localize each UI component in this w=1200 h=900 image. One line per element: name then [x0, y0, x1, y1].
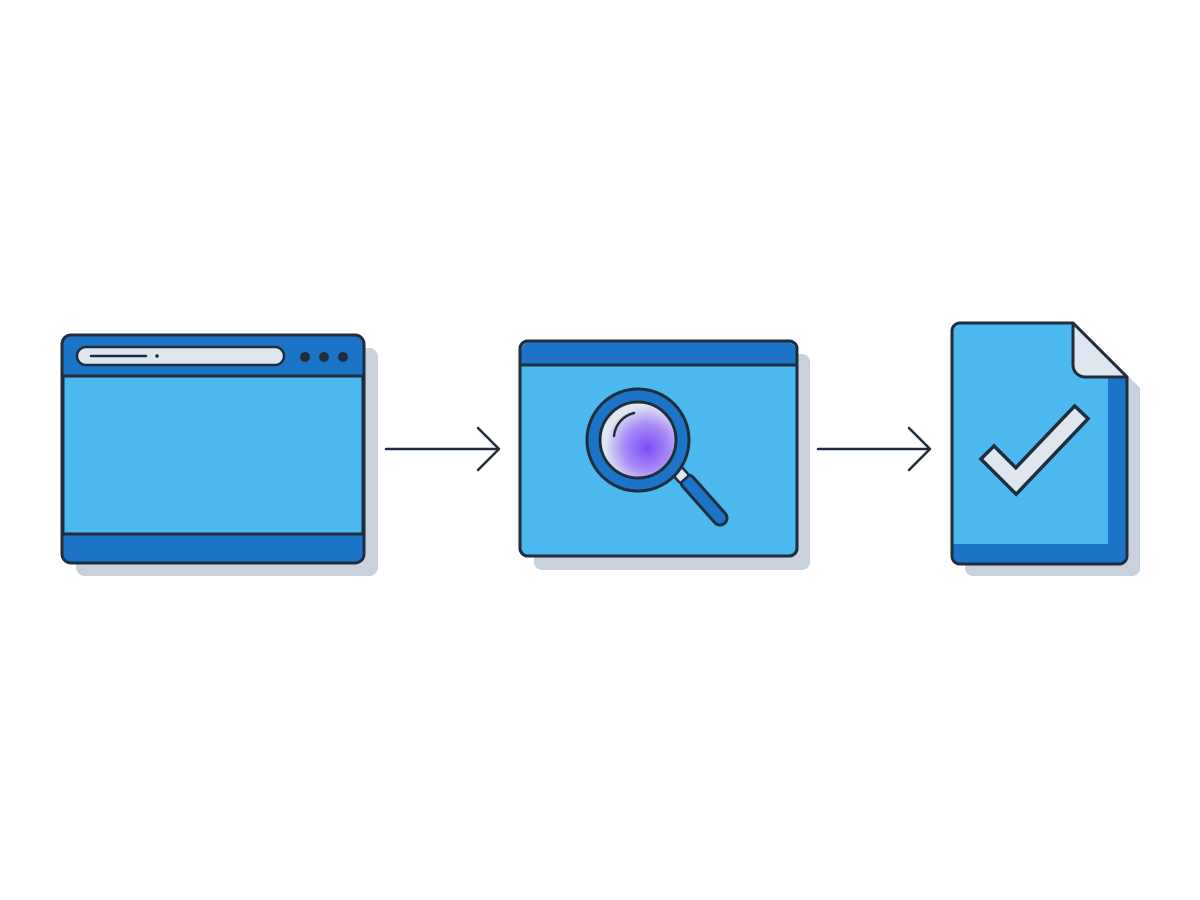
document-folded-corner — [1071, 321, 1129, 379]
browser-window-content — [63, 375, 363, 535]
search-window-title-bar — [521, 342, 796, 364]
document-outline — [950, 321, 1129, 566]
arrow-2-head — [907, 426, 932, 472]
magnifier-handle-fill — [682, 476, 726, 524]
arrow-1-head — [476, 426, 501, 472]
browser-window-dot-2 — [319, 352, 329, 362]
browser-window-dot-1 — [300, 352, 310, 362]
document-right-band — [1108, 358, 1126, 563]
browser-address-bar — [75, 345, 286, 367]
arrow-icon-2 — [816, 426, 932, 472]
magnifier-lens-glint — [612, 411, 636, 438]
magnifier-lens — [598, 400, 678, 480]
checkmark-icon-fill — [983, 408, 1086, 492]
magnifying-glass-icon — [585, 387, 729, 527]
browser-window-icon — [60, 333, 378, 576]
search-window-outline — [518, 339, 799, 558]
arrow-icon-1 — [384, 426, 501, 472]
document-bottom-band — [953, 544, 1126, 563]
browser-window-dot-3 — [338, 352, 348, 362]
browser-address-cursor-dot — [155, 354, 159, 358]
search-window-icon — [518, 339, 810, 570]
document-icon — [950, 321, 1140, 576]
